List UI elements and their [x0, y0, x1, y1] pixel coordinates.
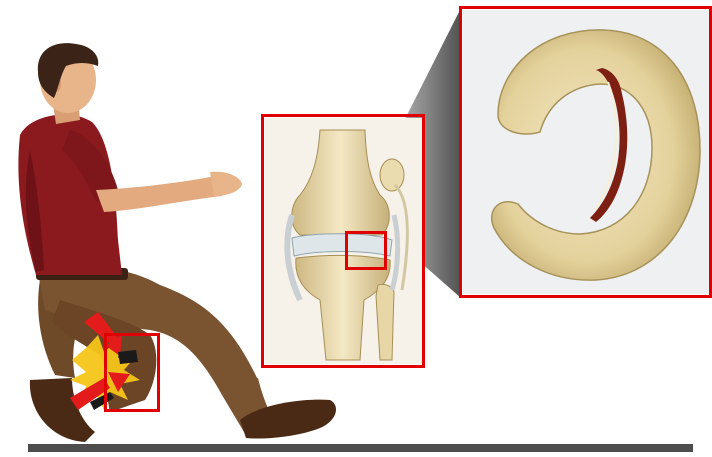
knee-anatomy-panel: [261, 114, 425, 368]
injured-knee-highlight-box: [104, 333, 160, 412]
hand: [210, 172, 242, 196]
ground-line: [28, 444, 693, 452]
back-shoe: [30, 378, 95, 442]
meniscus-focus-box: [345, 231, 387, 270]
meniscus-tear-panel: [459, 6, 712, 298]
